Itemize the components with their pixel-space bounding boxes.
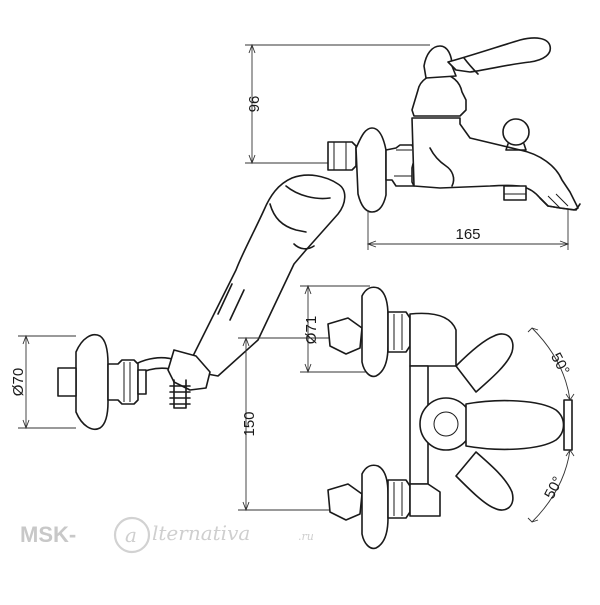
lever-handle [447,37,552,73]
lever-arm-horizontal [465,399,565,451]
dimension-96-label: 96 [246,96,263,113]
hose-spring [169,385,191,405]
cartridge-cap [411,73,467,117]
lever-arm-lower [455,451,514,511]
lower-inlet-eccentric [327,483,363,521]
dimension-arc-upper-label: 50° [547,350,573,378]
wall-connector [327,141,357,171]
shower-handle [185,174,346,377]
bath-mixer-side-view: 96 165 [245,37,581,250]
holder-connector [107,359,139,405]
holder-flange [75,334,109,430]
spout [411,117,579,211]
bath-mixer-front-view: Ø71 150 50° [238,284,575,550]
dimension-165-label: 165 [455,226,480,243]
watermark-at-icon [113,516,151,554]
watermark-script: lternativa [152,521,250,545]
wall-holder: Ø70 [10,334,147,430]
dimension-150-label: 150 [241,411,258,436]
svg-text:a: a [125,523,137,547]
shower-bracket [167,349,211,391]
dimension-o71-label: Ø71 [303,316,320,344]
diverter-knob [502,118,530,146]
hand-shower [119,174,346,409]
watermark-suffix: .ru [298,530,314,543]
lower-flange [361,464,389,550]
watermark-prefix: MSK- [20,522,76,547]
handle-hub [419,397,473,451]
upper-inlet-eccentric [327,317,363,355]
mixer-body-nut [385,144,415,187]
body-top [409,312,457,367]
hose-outlet [503,185,527,201]
wall-flange [355,127,387,213]
dimension-o70-label: Ø70 [10,368,27,396]
upper-flange [361,286,389,378]
dimension-arc-lower-label: 50° [541,474,567,502]
watermark: MSK- a lternativa .ru [20,516,314,554]
lever-arm-upper [455,333,514,393]
